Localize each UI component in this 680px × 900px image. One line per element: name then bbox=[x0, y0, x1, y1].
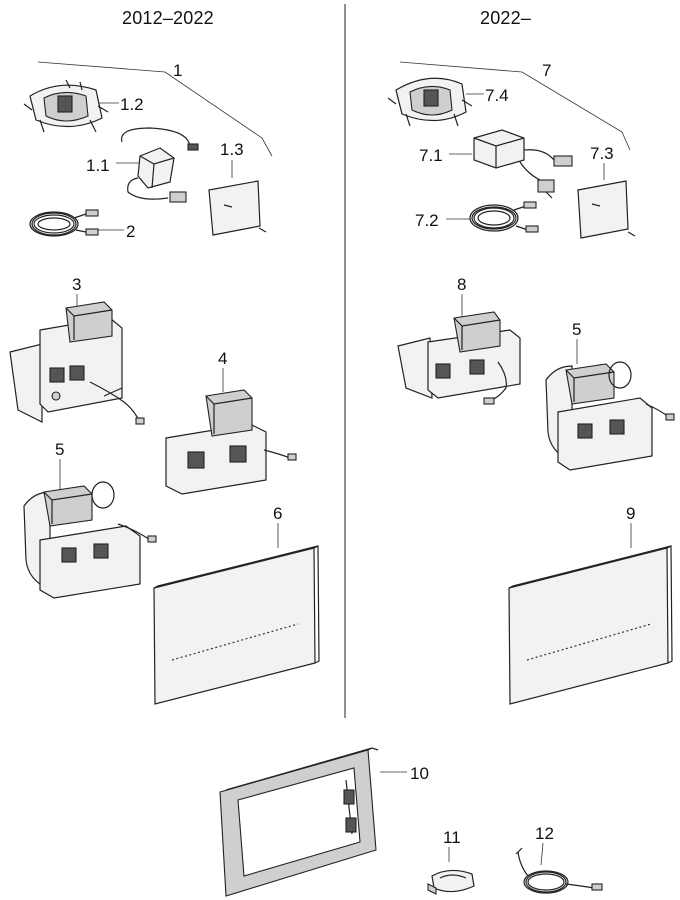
header-2012-2022: 2012–2022 bbox=[122, 8, 214, 28]
part-1-2-mounting-box bbox=[23, 79, 109, 133]
part-2-cable-coil bbox=[29, 209, 99, 237]
part-5-module-left bbox=[23, 481, 157, 599]
part-6-cover-plate bbox=[153, 545, 320, 705]
part-7-2-cable-coil bbox=[469, 201, 539, 233]
label-5-left: 5 bbox=[55, 440, 65, 459]
label-7-1: 7.1 bbox=[419, 146, 443, 165]
part-4-module bbox=[165, 389, 297, 495]
part-10-mounting-frame bbox=[219, 747, 379, 897]
label-2: 2 bbox=[126, 222, 136, 241]
label-6: 6 bbox=[273, 504, 283, 523]
label-8: 8 bbox=[457, 275, 467, 294]
part-1-1-power-unit bbox=[120, 127, 199, 203]
label-9: 9 bbox=[626, 504, 636, 523]
label-7-4: 7.4 bbox=[485, 86, 509, 105]
bracket-7 bbox=[399, 61, 631, 151]
part-1-3-cover-plate bbox=[208, 180, 267, 236]
label-7: 7 bbox=[542, 61, 552, 80]
part-5-module-right bbox=[545, 361, 675, 471]
part-8-module bbox=[397, 311, 521, 405]
part-12-cable bbox=[515, 847, 603, 894]
part-3-module-with-frame bbox=[9, 301, 145, 425]
label-3: 3 bbox=[72, 275, 82, 294]
label-11: 11 bbox=[443, 828, 461, 847]
leader-lines bbox=[59, 93, 632, 866]
label-1-2: 1.2 bbox=[120, 95, 144, 114]
part-7-1-power-supply bbox=[473, 129, 573, 199]
part-9-cover-plate bbox=[508, 545, 673, 705]
label-7-3: 7.3 bbox=[590, 144, 614, 163]
label-1: 1 bbox=[173, 61, 183, 80]
bracket-1 bbox=[37, 61, 273, 157]
label-7-2: 7.2 bbox=[415, 211, 439, 230]
part-11-clip bbox=[427, 869, 475, 895]
label-1-1: 1.1 bbox=[86, 156, 110, 175]
label-12: 12 bbox=[535, 824, 554, 843]
label-4: 4 bbox=[218, 349, 228, 368]
part-7-4-mounting-box bbox=[387, 77, 473, 127]
label-10: 10 bbox=[410, 764, 429, 783]
part-7-3-cover-plate bbox=[577, 180, 636, 239]
label-1-3: 1.3 bbox=[220, 140, 244, 159]
label-5-right: 5 bbox=[572, 320, 582, 339]
header-2022: 2022– bbox=[480, 8, 532, 28]
